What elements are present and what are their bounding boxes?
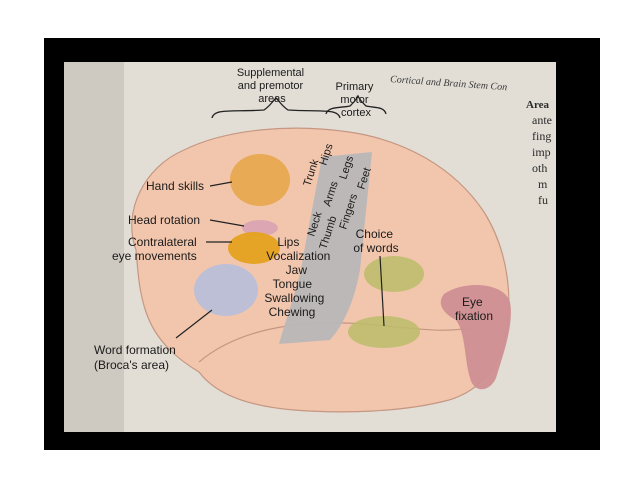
primary-motor-strip <box>279 152 372 344</box>
choice-of-words-label: Choice of words <box>353 227 398 255</box>
eye-movements-region <box>228 232 280 264</box>
side-line: m <box>538 177 548 191</box>
choice-region-upper <box>364 256 424 292</box>
broca-region <box>194 264 258 316</box>
primary-brace <box>325 94 387 115</box>
page-gutter-shadow <box>64 62 124 432</box>
hand-skills-region <box>230 154 290 206</box>
head-rotation-pointer <box>209 219 245 227</box>
contralateral-label: Contralateral eye movements <box>112 235 200 263</box>
side-line: ante <box>532 113 552 127</box>
hand-skills-pointer <box>209 181 233 187</box>
choice-region-lower <box>348 316 420 348</box>
side-line: fing <box>532 129 551 143</box>
supplemental-brace <box>211 97 341 119</box>
side-heading: Area <box>526 99 550 111</box>
head-rotation-label: Head rotation <box>128 213 200 227</box>
brain-diagram: Cortical and Brain Stem Con Area ante fi… <box>64 62 556 432</box>
broca-pointer <box>175 309 213 339</box>
eye-fixation-region <box>440 284 511 390</box>
textbook-photo: Cortical and Brain Stem Con Area ante fi… <box>64 62 556 432</box>
supplemental-label: Supplemental and premotor areas <box>237 67 307 105</box>
side-line: oth <box>532 161 547 175</box>
word-formation-label: Word formation (Broca's area) <box>94 343 179 372</box>
side-line: fu <box>538 193 548 207</box>
black-frame: Cortical and Brain Stem Con Area ante fi… <box>44 38 600 450</box>
choice-pointer <box>379 255 385 327</box>
primary-motor-label: Primary motor cortex <box>336 81 377 119</box>
face-functions-list: Lips Vocalization Jaw Tongue Swallowing … <box>264 235 333 319</box>
side-line: imp <box>532 145 551 159</box>
hand-skills-label: Hand skills <box>146 179 204 193</box>
eye-fixation-label: Eye fixation <box>455 295 493 323</box>
head-rotation-region <box>242 220 278 236</box>
